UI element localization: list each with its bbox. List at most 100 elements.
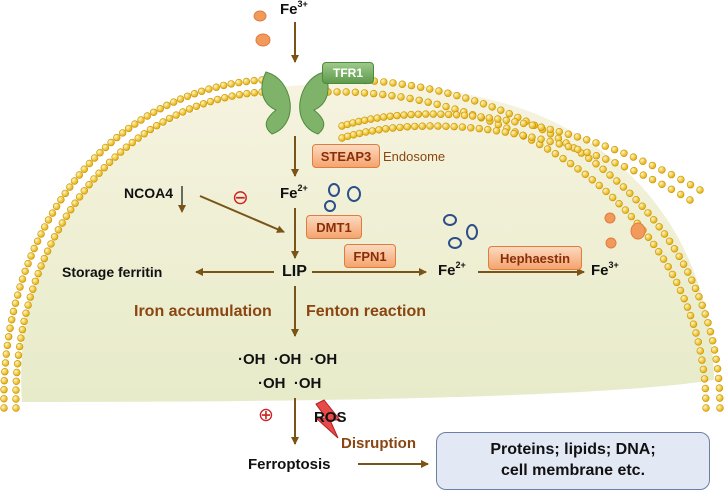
membrane-bead — [415, 96, 423, 105]
membrane-bead — [492, 127, 501, 135]
storage-ferritin-label: Storage ferritin — [62, 264, 163, 280]
membrane-bead — [183, 92, 192, 101]
membrane-bead — [333, 88, 341, 96]
membrane-bead — [21, 267, 29, 275]
membrane-bead — [453, 91, 461, 100]
membrane-bead — [75, 171, 84, 179]
membrane-bead — [212, 83, 221, 91]
membrane-bead — [29, 285, 37, 293]
membrane-bead — [12, 386, 20, 394]
membrane-bead — [613, 177, 621, 185]
membrane-bead — [433, 100, 441, 109]
membrane-bead — [85, 181, 93, 189]
membrane-bead — [471, 97, 479, 105]
membrane-bead — [519, 119, 528, 128]
membrane-bead — [546, 137, 554, 146]
membrane-bead — [701, 310, 709, 318]
membrane-bead — [0, 377, 9, 385]
membrane-bead — [686, 181, 695, 189]
membrane-bead — [128, 138, 137, 147]
membrane-bead — [418, 122, 427, 130]
fe3-ions-exported — [604, 212, 646, 249]
membrane-bead — [66, 206, 75, 214]
membrane-bead — [716, 394, 724, 402]
membrane-bead — [676, 190, 685, 199]
membrane-bead — [243, 89, 251, 98]
membrane-bead — [704, 319, 712, 327]
membrane-bead — [137, 116, 145, 124]
arrows — [178, 22, 585, 468]
tfr1-box: TFR1 — [322, 62, 374, 84]
membrane-bead — [96, 149, 104, 157]
membrane-bead — [62, 212, 71, 220]
membrane-bead — [351, 88, 360, 97]
membrane-bead — [14, 351, 23, 359]
membrane-bead — [696, 347, 704, 355]
membrane-bead — [367, 115, 375, 123]
membrane-bead — [13, 368, 21, 377]
membrane-bead — [667, 185, 676, 194]
membrane-bead — [445, 110, 453, 119]
membrane-bead — [24, 301, 32, 309]
membrane-bead — [146, 125, 155, 134]
membrane-bead — [31, 277, 40, 285]
membrane-bead — [185, 105, 194, 113]
hydroxyl-radicals-row1: ·OH ·OH ·OH — [238, 351, 338, 368]
membrane-bead — [0, 404, 8, 412]
membrane-bead — [14, 291, 22, 299]
membrane-bead — [15, 342, 24, 351]
membrane-bead — [713, 365, 722, 373]
membrane-bead — [588, 176, 596, 184]
membrane-bead — [143, 112, 152, 120]
membrane-bead — [626, 189, 634, 198]
membrane-bead — [627, 212, 636, 221]
membrane-bead — [559, 154, 567, 163]
membrane-bead — [66, 183, 74, 191]
membrane-bead — [434, 122, 442, 130]
membrane-bead — [235, 90, 244, 99]
membrane-bead — [361, 116, 369, 125]
membrane-bead — [494, 115, 502, 123]
membrane-bead — [242, 77, 251, 86]
endosome-label: Endosome — [383, 149, 446, 164]
membrane-bead — [22, 309, 30, 317]
membrane-bead — [24, 259, 32, 268]
membrane-bead — [581, 170, 589, 179]
membrane-bead — [170, 98, 178, 106]
membrane-bead — [70, 177, 79, 185]
membrane-bead — [502, 116, 510, 125]
membrane-bead — [710, 346, 719, 354]
membrane-bead — [648, 175, 657, 184]
membrane-bead — [250, 76, 258, 85]
membrane-bead — [601, 142, 609, 150]
membrane-bead — [159, 118, 167, 126]
membrane-bead — [172, 111, 180, 119]
membrane-bead — [606, 171, 614, 179]
membrane-bead — [199, 100, 208, 108]
membrane-bead — [414, 110, 423, 119]
membrane-bead — [639, 171, 647, 179]
membrane-bead — [75, 193, 84, 201]
membrane-bead — [198, 87, 206, 96]
membrane-bead — [475, 124, 483, 133]
membrane-bead — [620, 163, 629, 171]
membrane-bead — [592, 160, 600, 168]
membrane-bead — [680, 295, 688, 303]
fe2-label-exported: Fe2+ — [438, 260, 466, 279]
membrane-bead — [648, 161, 657, 170]
targets-line-1: Proteins; lipids; DNA; — [490, 441, 656, 459]
membrane-bead — [2, 350, 11, 358]
membrane-bead — [555, 140, 563, 148]
membrane-bead — [50, 233, 59, 241]
membrane-bead — [698, 356, 706, 364]
membrane-bead — [688, 276, 696, 284]
membrane-bead — [608, 193, 617, 202]
membrane-bead — [700, 375, 709, 383]
membrane-bead — [13, 360, 22, 368]
membrane-bead — [213, 95, 222, 104]
membrane-bead — [566, 159, 575, 168]
membrane-bead — [61, 189, 70, 198]
membrane-bead — [429, 110, 437, 118]
ferroptosis-label: Ferroptosis — [248, 456, 331, 473]
damage-targets-box: Proteins; lipids; DNA; cell membrane etc… — [436, 432, 710, 490]
